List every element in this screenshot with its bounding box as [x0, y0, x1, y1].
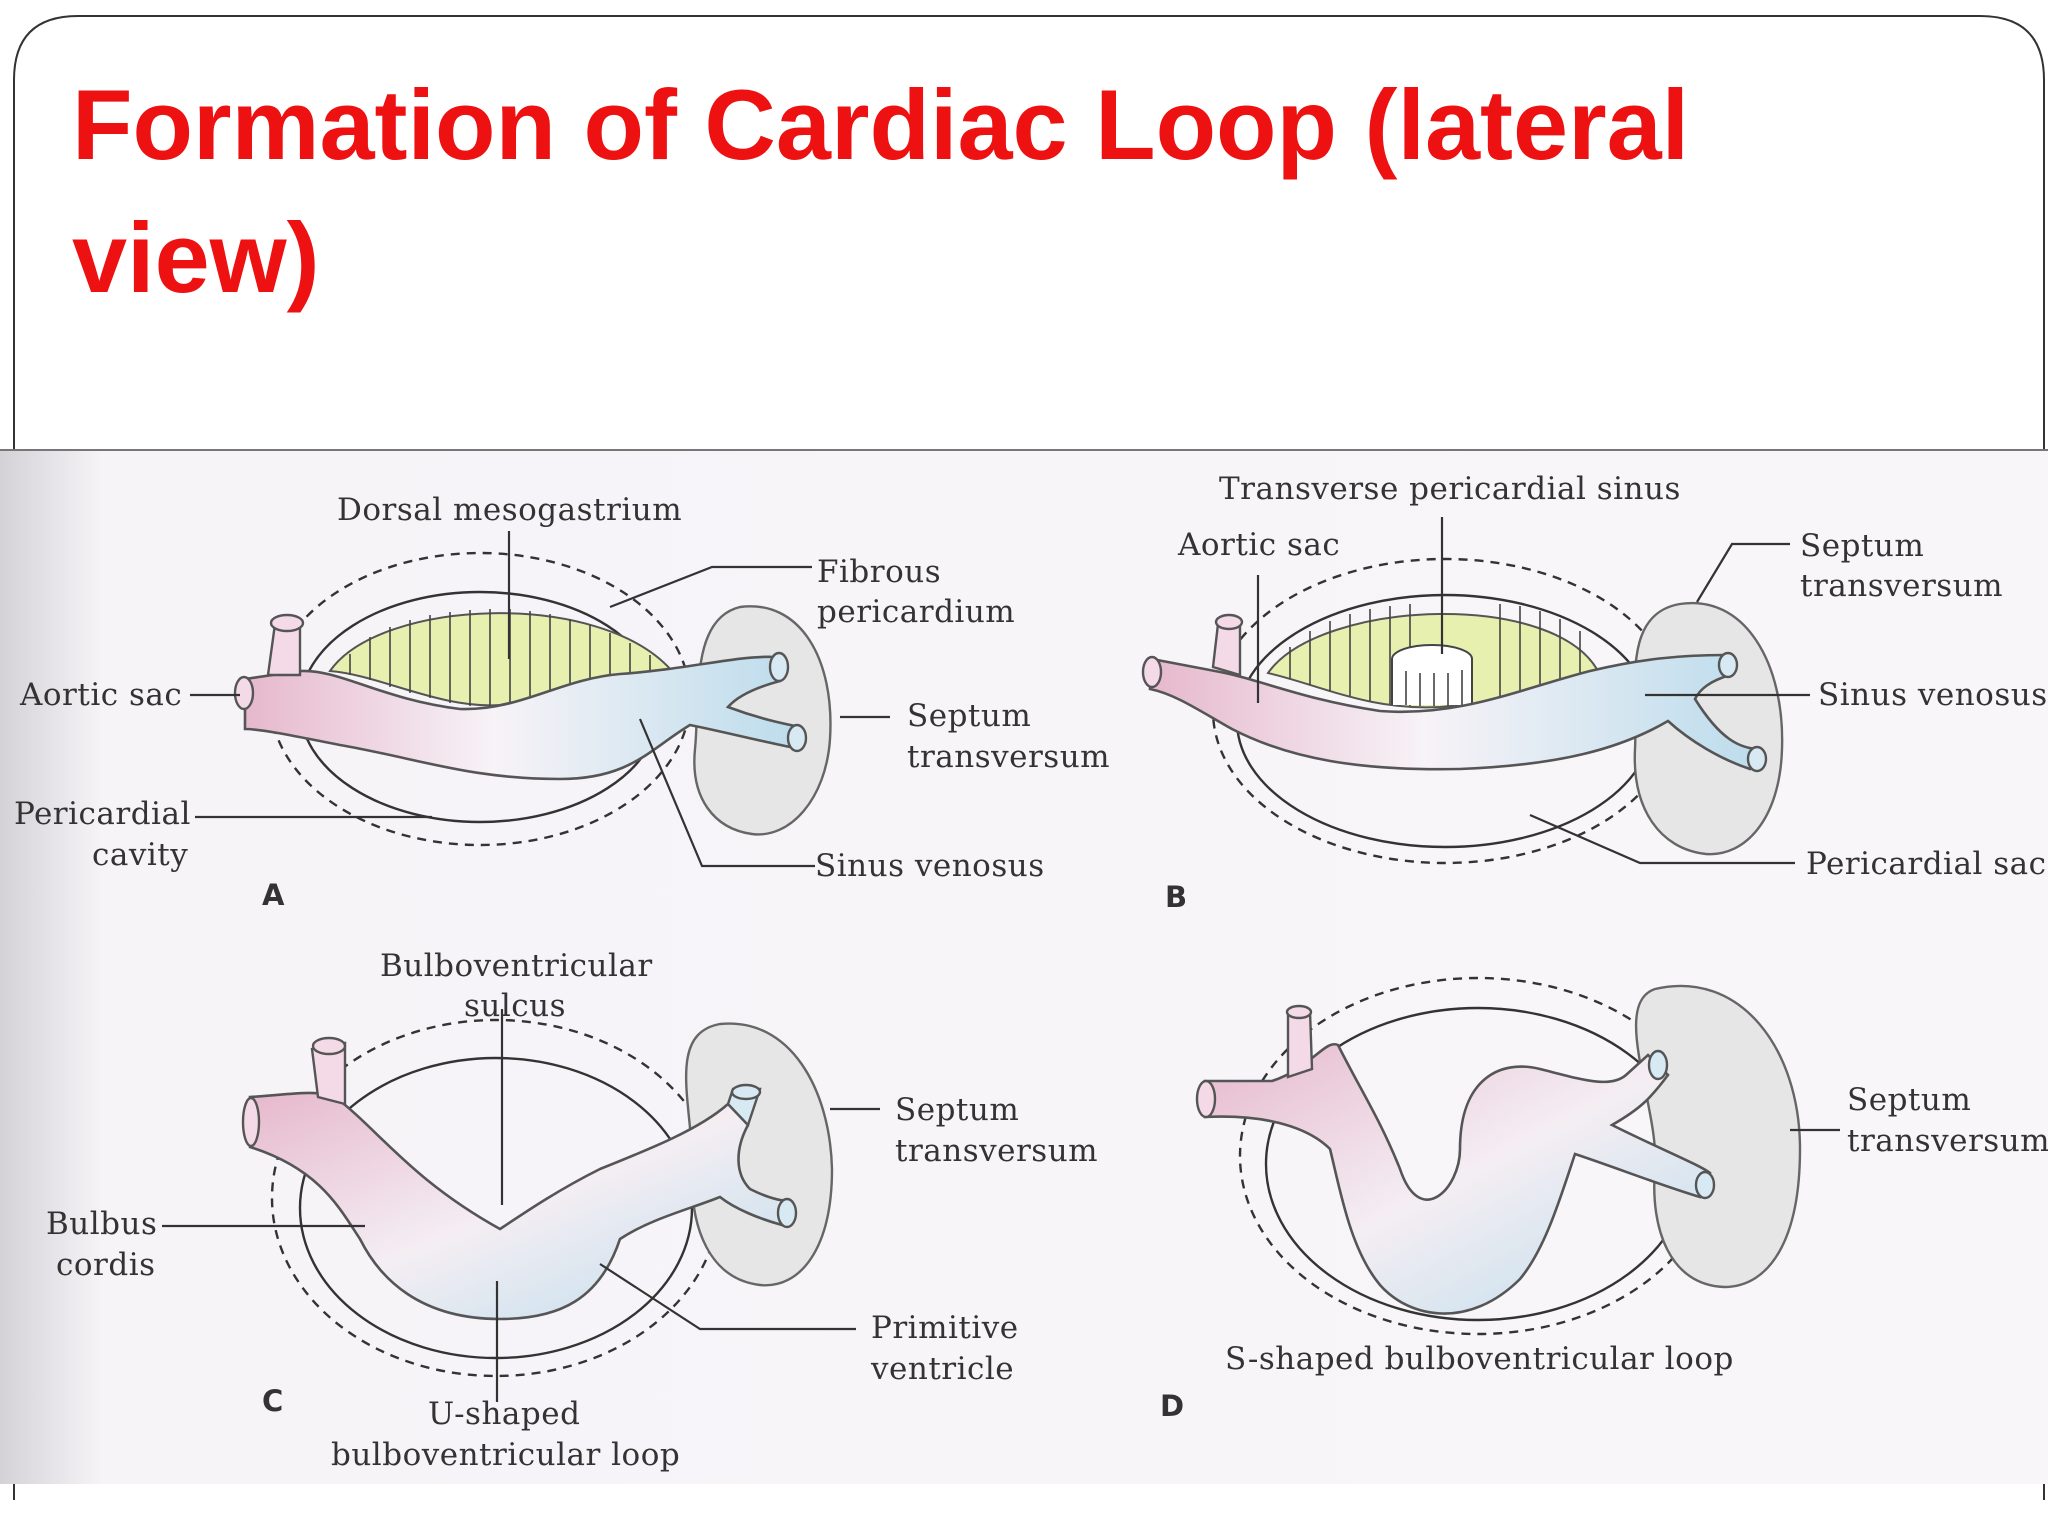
- label-pericardial-sac: Pericardial sac: [1806, 846, 2046, 882]
- label-transverse-pericardial-sinus: Transverse pericardial sinus: [1219, 471, 1681, 507]
- panel-letter-b: B: [1165, 880, 1187, 914]
- label-septum-transversum-1: Septum: [895, 1092, 1019, 1128]
- septum-transversum-shape: [1634, 984, 1802, 1289]
- label-aortic-sac: Aortic sac: [19, 677, 182, 713]
- panel-letter-c: C: [262, 1384, 283, 1418]
- label-bulbus-cordis-1: Bulbus: [46, 1206, 157, 1242]
- label-primitive-ventricle-2: ventricle: [870, 1351, 1014, 1387]
- heart-tube: [243, 655, 802, 781]
- label-septum-transversum-1: Septum: [1847, 1082, 1971, 1118]
- label-u-loop-1: U-shaped: [428, 1396, 580, 1432]
- panel-b: Transverse pericardial sinus Aortic sac …: [1141, 471, 2048, 914]
- label-pericardial-cavity-2: cavity: [92, 837, 188, 873]
- label-sinus-venosus: Sinus venosus: [1818, 677, 2048, 713]
- label-fibrous-pericardium-2: pericardium: [817, 594, 1015, 630]
- figure-background: [0, 449, 2048, 1484]
- panel-letter-a: A: [262, 878, 285, 912]
- label-primitive-ventricle-1: Primitive: [871, 1310, 1019, 1346]
- panel-letter-d: D: [1160, 1389, 1184, 1423]
- label-bulbus-cordis-2: cordis: [56, 1247, 156, 1283]
- label-septum-transversum-2: transversum: [1847, 1123, 2048, 1159]
- label-dorsal-mesogastrium: Dorsal mesogastrium: [337, 492, 682, 528]
- label-septum-transversum-1: Septum: [907, 698, 1031, 734]
- label-u-loop-2: bulboventricular loop: [331, 1437, 680, 1473]
- heart-tube: [1148, 653, 1763, 771]
- label-sinus-venosus: Sinus venosus: [815, 848, 1045, 884]
- panel-a: Dorsal mesogastrium Fibrous pericardium …: [14, 492, 1110, 912]
- heart-tube: [248, 1091, 792, 1321]
- panel-d: Septum transversum S-shaped bulboventric…: [1160, 976, 2048, 1423]
- panel-c: Bulboventricular sulcus Septum transvers…: [46, 948, 1098, 1473]
- cardiac-loop-figure: Dorsal mesogastrium Fibrous pericardium …: [0, 449, 2048, 1484]
- label-septum-transversum-1: Septum: [1800, 528, 1924, 564]
- label-aortic-sac: Aortic sac: [1177, 527, 1340, 563]
- label-septum-transversum-2: transversum: [1800, 568, 2003, 604]
- slide-title: Formation of Cardiac Loop (lateral view): [72, 69, 1690, 313]
- heart-tube: [1203, 1042, 1712, 1315]
- label-septum-transversum-2: transversum: [895, 1133, 1098, 1169]
- label-bulboventricular-sulcus-1: Bulboventricular: [380, 948, 653, 984]
- label-pericardial-cavity-1: Pericardial: [14, 796, 191, 832]
- label-septum-transversum-2: transversum: [907, 739, 1110, 775]
- label-s-shaped-loop: S-shaped bulboventricular loop: [1225, 1341, 1734, 1377]
- label-fibrous-pericardium-1: Fibrous: [817, 554, 941, 590]
- label-bulboventricular-sulcus-2: sulcus: [464, 988, 566, 1024]
